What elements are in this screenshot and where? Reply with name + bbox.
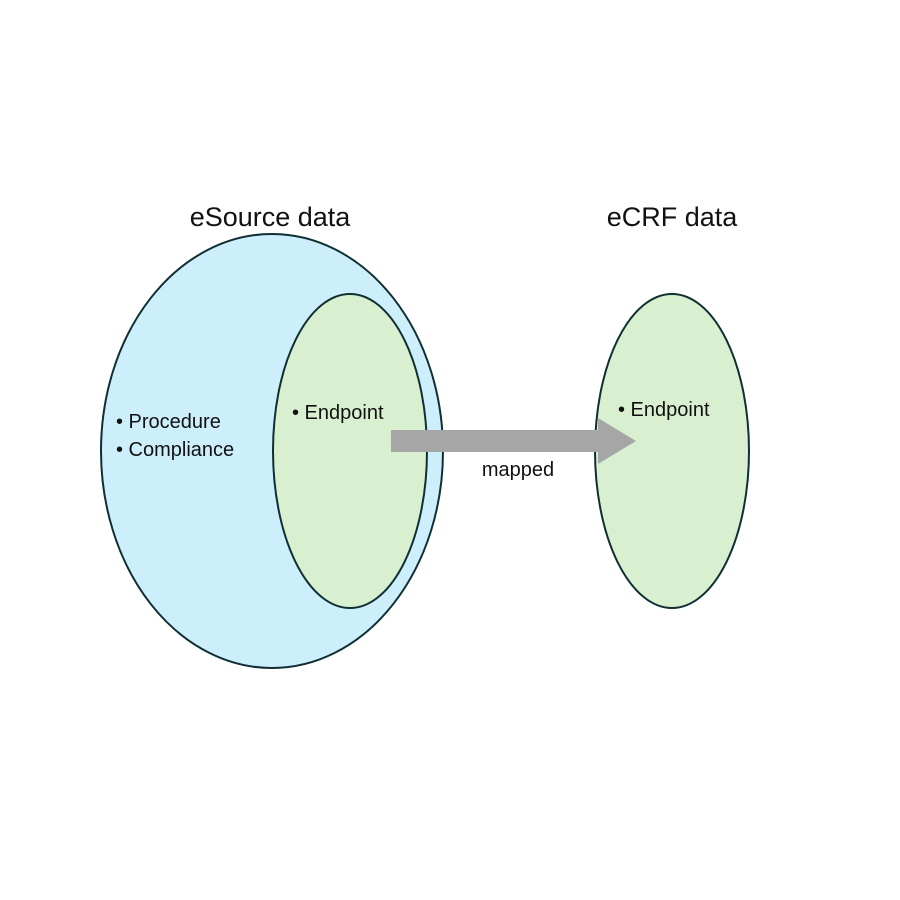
esource-outer-item-procedure: • Procedure [116, 411, 221, 433]
esource-outer-item-compliance: • Compliance [116, 439, 234, 461]
ecrf-title: eCRF data [607, 202, 739, 232]
mapped-label: mapped [482, 459, 554, 481]
mapped-arrow [391, 418, 636, 464]
esource-inner-item-endpoint: • Endpoint [292, 402, 384, 424]
esource-title: eSource data [190, 202, 352, 232]
ecrf-item-endpoint: • Endpoint [618, 399, 710, 421]
